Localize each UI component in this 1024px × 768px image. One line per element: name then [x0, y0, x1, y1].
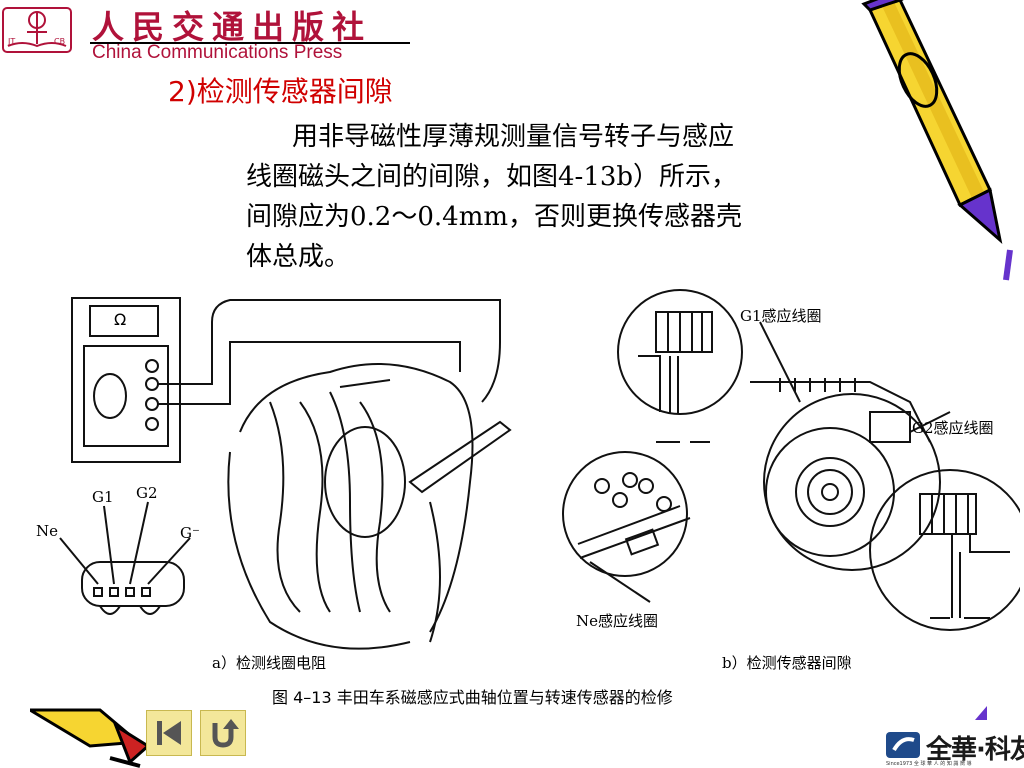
sensor-housing	[763, 393, 941, 571]
label-ne: Ne	[36, 522, 59, 540]
u-turn-icon	[212, 719, 239, 748]
detail-circle-left	[562, 451, 688, 577]
label-g1: G1	[92, 488, 114, 506]
pencil-icon	[861, 0, 1013, 281]
caption-a: a）检测线圈电阻	[212, 654, 326, 672]
body-line: 体总成。	[246, 242, 351, 272]
return-button[interactable]	[200, 710, 246, 756]
sensor-figure	[59, 289, 1020, 650]
label-g-minus: G⁻	[180, 524, 200, 542]
corner-mark-icon	[975, 706, 987, 720]
publisher-name-en: China Communications Press	[92, 42, 343, 63]
header-rule	[90, 42, 410, 44]
body-line: 用非导磁性厚薄规测量信号转子与感应	[292, 122, 735, 152]
brand-tagline: Since1973 全 球 華 人 的 知 識 嚮 導	[886, 761, 972, 767]
section-title: 2)检测传感器间隙	[168, 75, 393, 108]
publisher-name-cn: 人民交通出版社	[92, 8, 373, 46]
label-g1-coil: G1感应线圈	[740, 307, 822, 325]
detail-circle-right	[869, 469, 1020, 631]
caption-b: b）检测传感器间隙	[722, 654, 852, 672]
multimeter-body	[71, 297, 181, 463]
label-g2: G2	[136, 484, 158, 502]
label-g2-coil: G2感应线圈	[912, 419, 994, 437]
label-ne-coil: Ne感应线圈	[576, 612, 659, 630]
multimeter-display	[89, 305, 159, 337]
body-line: 间隙应为0.2～0.4mm，否则更换传感器壳	[246, 202, 743, 232]
meter-symbol: Ω	[114, 310, 127, 329]
pencil-tip-icon	[30, 708, 150, 768]
brand-name: 全華·科友	[926, 735, 1024, 765]
detail-circle-top	[617, 289, 743, 415]
figure-caption: 图 4–13 丰田车系磁感应式曲轴位置与转速传感器的检修	[272, 688, 673, 707]
skip-back-icon	[157, 721, 181, 745]
back-button[interactable]	[146, 710, 192, 756]
emblem-text-left: JT	[7, 37, 15, 46]
body-line: 线圈磁头之间的间隙，如图4-13b）所示，	[246, 162, 738, 192]
body-paragraph: 用非导磁性厚薄规测量信号转子与感应 线圈磁头之间的间隙，如图4-13b）所示， …	[246, 117, 886, 277]
publisher-emblem: JT CB	[2, 7, 72, 53]
brand-mark-icon	[886, 732, 920, 758]
emblem-text-right: CB	[54, 37, 65, 46]
